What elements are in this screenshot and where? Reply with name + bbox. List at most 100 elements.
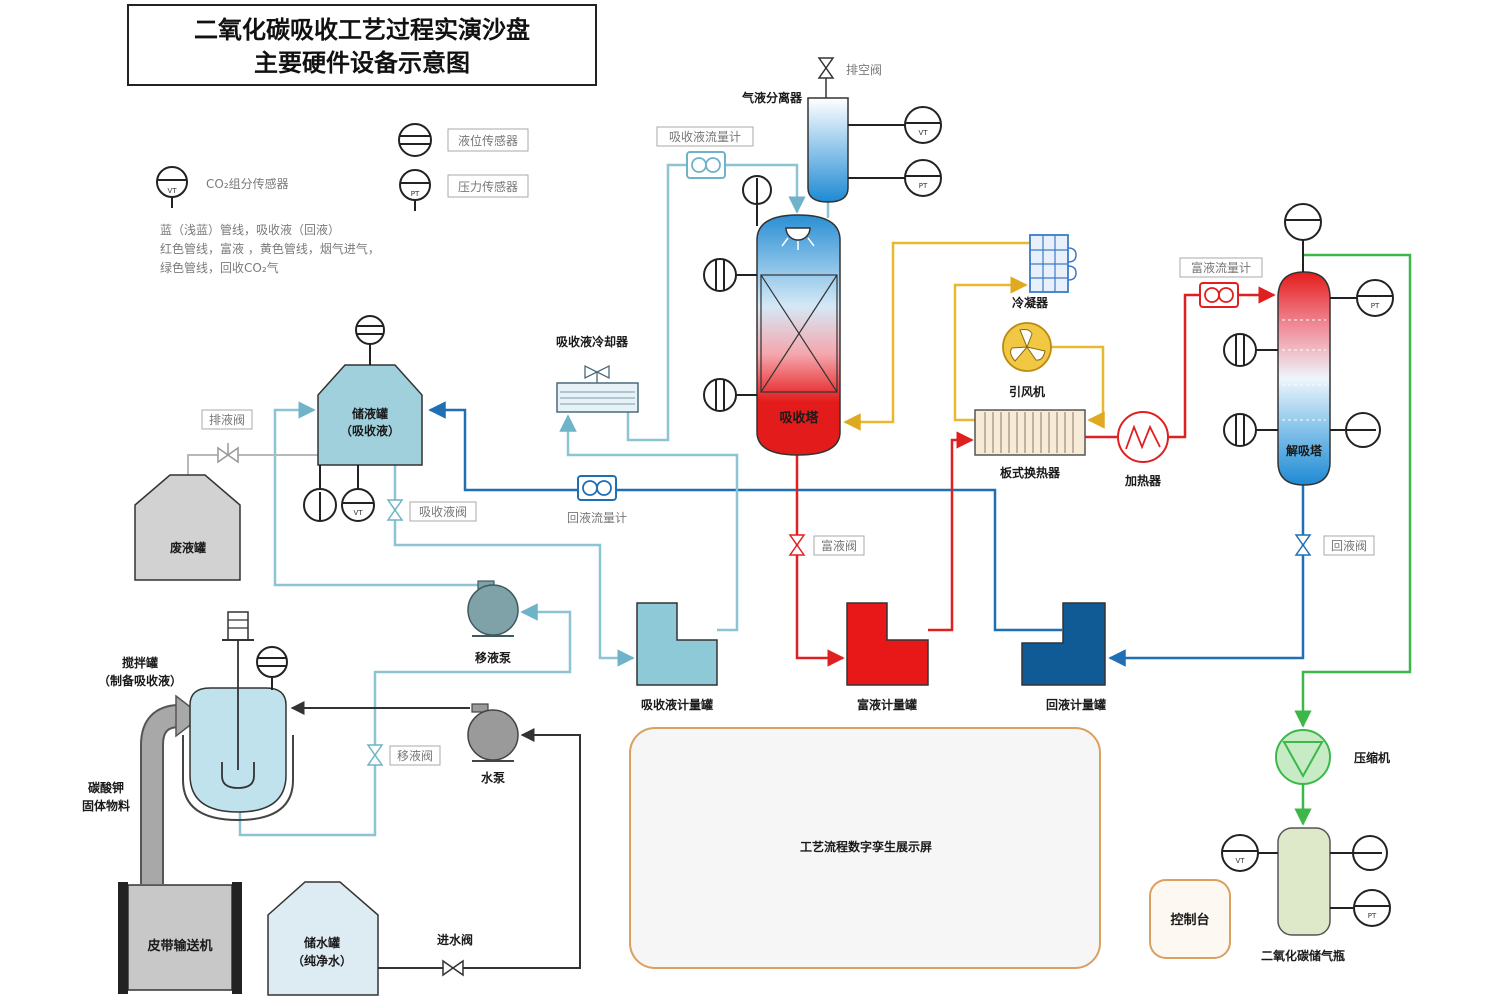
bottle-pressure-tag: PT	[1368, 912, 1377, 920]
water-tank: 储水罐 （纯净水）	[267, 881, 379, 996]
bottle-thermometer	[1330, 835, 1388, 871]
vent-valve-label: 排空阀	[846, 63, 882, 77]
pipe-absorber-to-rich-tank	[795, 455, 845, 667]
legend-level-sensor-label: 液位传感器	[458, 133, 518, 148]
separator-pressure-tag: PT	[919, 182, 928, 190]
plate-heat-exchanger: 板式换热器	[974, 409, 1086, 480]
desorber-top-sensor	[1284, 203, 1322, 272]
pipe-transfer-pump-to-storage	[273, 401, 478, 587]
absorbent-metering-tank: 吸收液计量罐	[636, 602, 718, 712]
legend-co2-sensor-label: CO₂组分传感器	[206, 176, 289, 191]
legend-co2-sensor-tag: VT	[167, 187, 177, 195]
absorber-level-sensor-bottom	[703, 378, 757, 412]
pipe-return-to-storage	[428, 401, 1062, 632]
storage-tank-co2-tag: VT	[353, 509, 363, 517]
water-pump: 水泵	[467, 703, 519, 785]
compressor-icon	[1282, 741, 1324, 779]
mixing-tank-label-2: （制备吸收液）	[98, 673, 182, 688]
return-valve-label: 回液阀	[1331, 538, 1367, 553]
digital-twin-display: 工艺流程数字孪生展示屏	[629, 727, 1101, 969]
desorber-thermometer	[1330, 412, 1381, 448]
absorbent-flowmeter-label: 吸收液流量计	[669, 129, 741, 144]
waste-tank: 废液罐	[134, 474, 241, 581]
absorber-label: 吸收塔	[779, 410, 819, 426]
drain-valve-label: 排液阀	[209, 412, 245, 427]
heater-label: 加热器	[1124, 473, 1162, 488]
co2-gas-bottle-label: 二氧化碳储气瓶	[1261, 948, 1345, 963]
rich-valve: 富液阀	[788, 534, 865, 556]
condenser-label: 冷凝器	[1012, 295, 1049, 310]
title-box: 二氧化碳吸收工艺过程实演沙盘 主要硬件设备示意图	[127, 4, 597, 86]
pipe-condenser-to-absorber	[843, 241, 1030, 431]
water-tank-label-1: 储水罐	[304, 935, 340, 950]
solid-feed-label-2: 固体物料	[82, 798, 130, 813]
storage-tank-level-sensor	[355, 315, 385, 365]
desorber-label: 解吸塔	[1286, 443, 1323, 458]
pipe-desorber-to-compressor	[1294, 253, 1412, 728]
legend-co2-sensor-icon: VT	[156, 166, 188, 208]
fan-icon	[1010, 329, 1046, 362]
desorber-tower: 解吸塔 PT	[1223, 203, 1394, 486]
desorber-level-sensor-top	[1223, 333, 1278, 367]
control-console: 控制台	[1149, 879, 1231, 959]
separator-label: 气液分离器	[741, 90, 803, 105]
pipe-rich-tank-to-exchanger	[928, 431, 974, 632]
compressor: 压缩机	[1275, 729, 1390, 785]
absorbent-metering-tank-label: 吸收液计量罐	[641, 697, 713, 712]
pipe-exchanger-to-condenser	[953, 276, 1028, 422]
blower: 引风机	[1002, 322, 1052, 399]
rich-metering-tank-label: 富液计量罐	[857, 697, 917, 712]
legend-note-1: 蓝（浅蓝）管线，吸收液（回液）	[160, 222, 340, 237]
bottle-pressure-sensor: PT	[1330, 889, 1391, 927]
pipe-absorbent-tank-to-cooler	[559, 414, 739, 632]
desorber-pressure-sensor: PT	[1330, 279, 1394, 317]
waste-tank-label: 废液罐	[170, 540, 206, 555]
gas-liquid-separator: 气液分离器 排空阀 VT PT	[741, 57, 942, 203]
digital-twin-display-label: 工艺流程数字孪生展示屏	[800, 839, 932, 854]
desorber-pressure-tag: PT	[1371, 302, 1380, 310]
transfer-pump-label: 移液泵	[475, 650, 511, 665]
return-metering-tank: 回液计量罐	[1021, 602, 1106, 712]
separator-co2-sensor: VT	[848, 106, 942, 144]
rich-valve-label: 富液阀	[821, 538, 857, 553]
separator-co2-tag: VT	[918, 129, 928, 137]
legend-pressure-sensor-tag: PT	[411, 190, 420, 198]
title-line-2: 主要硬件设备示意图	[254, 49, 470, 77]
water-pump-label: 水泵	[481, 770, 505, 785]
pipe-blower-to-exchanger	[1051, 345, 1105, 429]
absorbent-flowmeter: 吸收液流量计	[656, 126, 754, 179]
compressor-label: 压缩机	[1354, 750, 1390, 765]
condenser: 冷凝器	[1012, 234, 1077, 310]
heater-coil-icon	[1125, 424, 1161, 450]
bottle-co2-tag: VT	[1235, 857, 1245, 865]
vent-valve: 排空阀	[817, 57, 882, 98]
co2-gas-bottle: VT PT 二氧化碳储气瓶	[1221, 827, 1391, 963]
desorber-level-sensor-bottom	[1223, 413, 1278, 447]
storage-tank-label-1: 储液罐	[352, 406, 388, 421]
storage-tank-thermometer	[303, 465, 337, 522]
belt-conveyor: 皮带输送机	[118, 882, 242, 994]
legend-pressure-sensor-icon: PT	[399, 169, 431, 211]
inlet-valve: 进水阀	[437, 932, 473, 977]
transfer-valve-label: 移液阀	[397, 748, 433, 763]
absorbent-cooler: 吸收液冷却器	[556, 334, 639, 413]
storage-tank: 储液罐 （吸收液） VT	[303, 315, 423, 522]
pipe-drain	[187, 454, 318, 475]
heater: 加热器	[1117, 411, 1169, 488]
absorber-level-sensor-top	[703, 258, 757, 292]
drain-valve: 排液阀	[201, 409, 253, 464]
mixing-tank: 搅拌罐 （制备吸收液）	[98, 611, 294, 822]
rich-flowmeter: 富液流量计	[1179, 257, 1263, 308]
rich-metering-tank: 富液计量罐	[846, 602, 929, 712]
absorber-tower: 吸收塔	[703, 175, 841, 456]
water-tank-label-2: （纯净水）	[292, 953, 352, 968]
absorbent-cooler-label: 吸收液冷却器	[556, 334, 629, 349]
spray-head-icon	[781, 227, 815, 250]
rich-flowmeter-label: 富液流量计	[1191, 260, 1251, 275]
absorbent-valve-label: 吸收液阀	[419, 504, 467, 519]
legend-note-2: 红色管线，富液 ，黄色管线，烟气进气，	[160, 241, 380, 256]
solid-feed-label-1: 碳酸钾	[88, 780, 124, 795]
pipe-mixtank-to-transfer-pump	[238, 603, 572, 837]
return-flowmeter-label: 回液流量计	[567, 510, 627, 525]
